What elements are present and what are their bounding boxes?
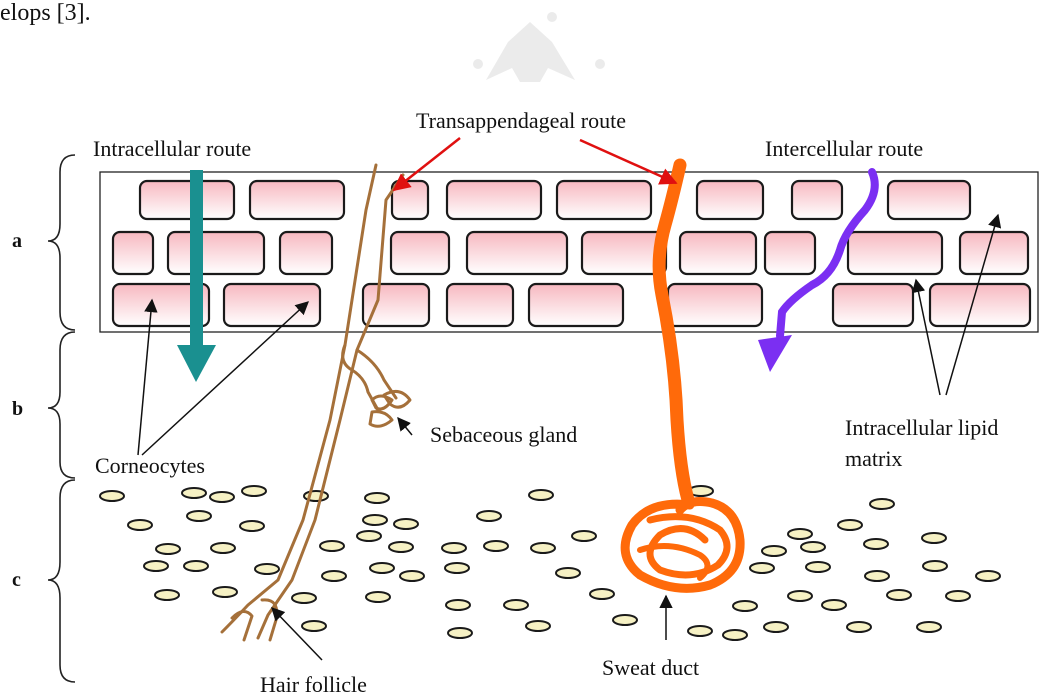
corneocyte-cell xyxy=(467,232,567,274)
dermis-cell xyxy=(688,626,712,636)
dermis-cell xyxy=(442,543,466,553)
dermis-cell xyxy=(100,491,124,501)
corneocyte-cell xyxy=(363,284,429,326)
dermis-cell xyxy=(801,542,825,552)
dermis-cell xyxy=(976,571,1000,581)
section-label-c: c xyxy=(12,569,21,591)
corneocyte-cell xyxy=(680,232,756,274)
dermis-cell xyxy=(128,520,152,530)
corneocyte-cell xyxy=(848,232,942,274)
label-sweat-duct: Sweat duct xyxy=(602,655,699,680)
dermis-cell xyxy=(917,622,941,632)
dermis-cell xyxy=(838,520,862,530)
corneocyte-cell xyxy=(447,181,541,219)
dermis-cell xyxy=(788,529,812,539)
dermis-cell xyxy=(887,590,911,600)
dermis-cell xyxy=(213,587,237,597)
corneocyte-cell xyxy=(168,232,264,274)
dermis-cell xyxy=(144,561,168,571)
corneocyte-cell xyxy=(140,181,234,219)
corneocyte-cell xyxy=(888,181,970,219)
label-lipid-matrix-line1: Intracellular lipid xyxy=(845,415,998,440)
dermis-cell xyxy=(446,600,470,610)
dermis-cell xyxy=(400,571,424,581)
dermis-cell xyxy=(529,490,553,500)
dermis-cell xyxy=(155,590,179,600)
dermis-cell xyxy=(864,539,888,549)
section-brackets xyxy=(48,155,75,682)
corneocyte-cell xyxy=(529,284,623,326)
dermis-cell xyxy=(394,519,418,529)
dermis-cell xyxy=(733,601,757,611)
dermis-cell xyxy=(448,628,472,638)
dermis-cell xyxy=(240,521,264,531)
dermis-cell xyxy=(526,621,550,631)
dermis-cell xyxy=(484,541,508,551)
label-intercellular-route: Intercellular route xyxy=(765,136,923,161)
dermis-cell xyxy=(187,511,211,521)
label-hair-follicle: Hair follicle xyxy=(260,672,367,695)
dermis-cell xyxy=(477,511,501,521)
dermis-cell xyxy=(822,600,846,610)
dermis-cell xyxy=(590,589,614,599)
dermis-cell xyxy=(531,543,555,553)
dermis-cell xyxy=(366,592,390,602)
corneocyte-cell xyxy=(765,232,815,274)
corneocyte-cell xyxy=(697,181,763,219)
corneocyte-cell xyxy=(930,284,1030,326)
label-intracellular-route: Intracellular route xyxy=(93,136,251,161)
dermis-cell xyxy=(182,488,206,498)
corneocyte-cell xyxy=(280,232,332,274)
dermis-cell xyxy=(806,562,830,572)
dermis-cell xyxy=(922,533,946,543)
dermis-cell xyxy=(302,621,326,631)
dermis-cell xyxy=(723,630,747,640)
dermis-cell xyxy=(847,622,871,632)
corneocyte-cell xyxy=(960,232,1028,274)
dermis-cell xyxy=(445,563,469,573)
corneocyte-cell xyxy=(250,181,344,219)
dermis-cell xyxy=(320,541,344,551)
label-corneocytes: Corneocytes xyxy=(95,453,205,478)
dermis-cell xyxy=(210,492,234,502)
corneocyte-cell xyxy=(833,284,913,326)
dermis-cell xyxy=(242,486,266,496)
label-transappendageal-route: Transappendageal route xyxy=(416,108,626,133)
dermis-cell xyxy=(292,593,316,603)
dermis-cell xyxy=(946,591,970,601)
watermark-logo xyxy=(473,12,605,82)
dermis-cell xyxy=(865,571,889,581)
dermis-cell xyxy=(762,546,786,556)
dermis-cell xyxy=(211,543,235,553)
dermis-cell xyxy=(255,564,279,574)
corneocyte-cell xyxy=(557,181,651,219)
dermis-cell xyxy=(184,561,208,571)
dermis-cell xyxy=(556,568,580,578)
corneocyte-cell xyxy=(792,181,842,219)
corneocyte-cell xyxy=(447,284,513,326)
dermis-cell xyxy=(870,499,894,509)
label-lipid-matrix-line2: matrix xyxy=(845,446,902,471)
corneocyte-cell xyxy=(668,284,762,326)
dermis-cell xyxy=(363,515,387,525)
section-label-a: a xyxy=(12,230,22,252)
corneocyte-cell xyxy=(113,232,153,274)
dermis-cell xyxy=(764,622,788,632)
corneocyte-cell xyxy=(391,232,449,274)
dermis-cell xyxy=(370,563,394,573)
dermis-cell xyxy=(572,531,596,541)
dermis-cell xyxy=(613,615,637,625)
dermis-cell xyxy=(788,591,812,601)
dermis-cell xyxy=(322,571,346,581)
dermis-cell xyxy=(923,561,947,571)
dermis-cell xyxy=(750,563,774,573)
dermis-cell xyxy=(365,493,389,503)
dermis-cell xyxy=(389,542,413,552)
dermis-cell xyxy=(504,600,528,610)
dermis-cell xyxy=(156,544,180,554)
dermis-cell xyxy=(357,531,381,541)
label-sebaceous-gland: Sebaceous gland xyxy=(430,422,577,447)
section-label-b: b xyxy=(12,398,23,420)
